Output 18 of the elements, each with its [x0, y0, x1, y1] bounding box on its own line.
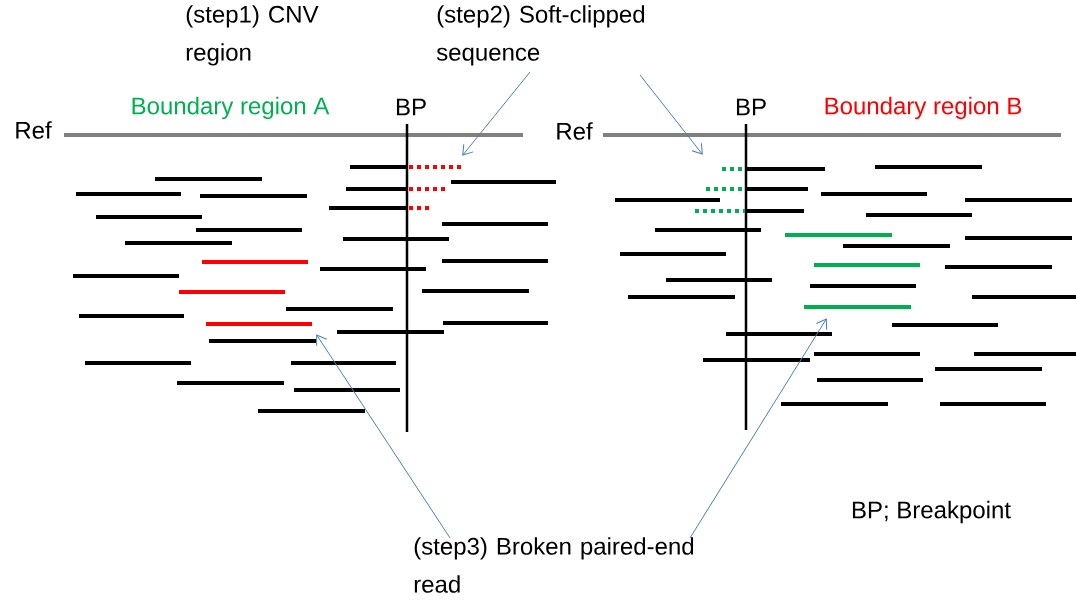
soft-clipped-read	[722, 167, 745, 171]
leader-arrow	[639, 74, 703, 155]
soft-clipped-read	[409, 165, 461, 169]
annotation-text: (step3) Broken paired-end read	[414, 537, 694, 593]
annotation-text: (step2) Soft-clipped sequence	[436, 5, 645, 66]
broken-read	[206, 322, 312, 326]
leader-arrow	[689, 318, 828, 539]
leader-arrow	[462, 71, 531, 156]
region-label: Boundary region A	[132, 96, 330, 120]
step-label: (step1) CNV region	[186, 5, 319, 66]
reference-label: Ref	[16, 121, 52, 139]
broken-read	[804, 305, 911, 309]
breakpoint-label: BP	[396, 98, 426, 116]
legend-note: BP; Breakpoint	[852, 500, 1011, 524]
breakpoint-label: BP	[736, 98, 766, 116]
reference-label: Ref	[557, 122, 593, 140]
region-label: Boundary region B	[825, 96, 1022, 120]
leader-arrow	[316, 334, 451, 539]
